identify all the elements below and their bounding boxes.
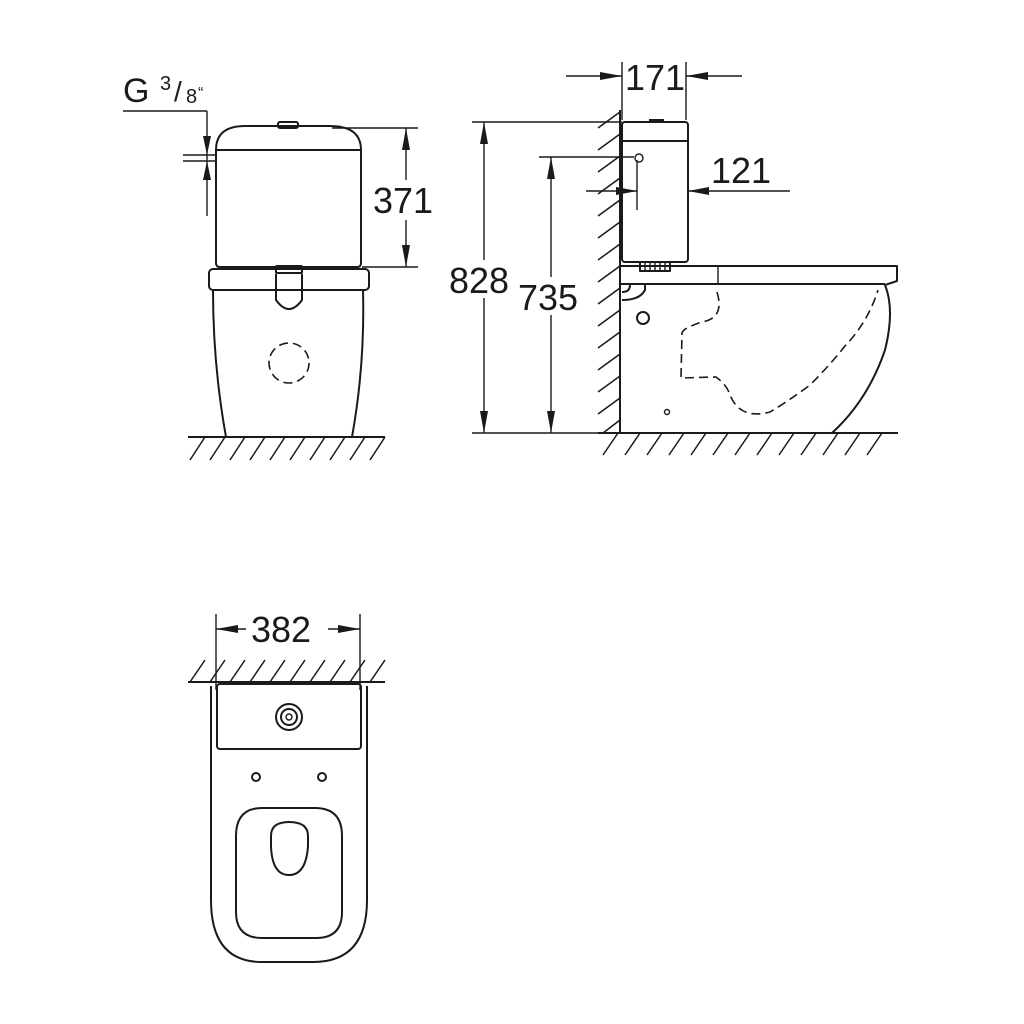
- top-flush-button-outer: [275, 703, 303, 731]
- thread-denominator: 8: [186, 86, 197, 108]
- front-floor-hatching: [189, 436, 386, 461]
- front-cistern: [215, 125, 362, 268]
- side-dimensions: 171 121 828 735: [448, 57, 790, 434]
- top-bowl-opening: [270, 821, 309, 876]
- top-wall-hatching: [189, 659, 386, 683]
- front-pedestal: [212, 289, 365, 438]
- side-floor-hatching: [602, 432, 883, 456]
- cistern-depth-label: 171: [625, 57, 685, 98]
- side-fixing-hole: [636, 311, 650, 325]
- top-bowl-outline: [210, 686, 368, 963]
- side-view: [597, 110, 898, 456]
- top-seat-outline: [235, 807, 343, 939]
- front-outlet-hidden: [268, 342, 310, 384]
- front-dimensions: G 3 / 8 “ 371: [123, 72, 438, 268]
- side-floor-fixing: [663, 408, 671, 416]
- side-cistern: [621, 121, 689, 263]
- overall-width-label: 382: [251, 609, 311, 650]
- thread-symbol: G: [123, 72, 149, 110]
- seat-hinge-hole-right: [317, 772, 327, 782]
- thread-mark: “: [198, 85, 203, 102]
- top-flush-button-icon: [285, 713, 293, 721]
- top-flush-button-inner: [280, 708, 298, 726]
- water-inlet-icon: [634, 153, 644, 163]
- flush-button-icon: [277, 121, 299, 129]
- side-bowl-outline: [620, 265, 898, 434]
- top-view: [188, 659, 386, 963]
- top-cistern: [216, 683, 362, 750]
- overall-height-label: 828: [449, 260, 509, 301]
- top-dimensions: 382: [215, 606, 361, 690]
- thread-slash: /: [174, 76, 182, 107]
- seat-hinge-hole-left: [251, 772, 261, 782]
- front-view: [188, 121, 386, 461]
- thread-numerator: 3: [160, 73, 171, 95]
- front-valve-body: [275, 274, 303, 310]
- front-valve-top: [275, 265, 303, 274]
- cistern-height-label: 371: [373, 180, 433, 221]
- tank-height-label: 735: [518, 277, 578, 318]
- side-inlet-pipe: [621, 284, 646, 301]
- side-trapway-hidden: [680, 289, 879, 415]
- front-connecting-plate: [208, 268, 370, 291]
- inlet-offset-label: 121: [711, 150, 771, 191]
- wall-hatching: [597, 111, 621, 434]
